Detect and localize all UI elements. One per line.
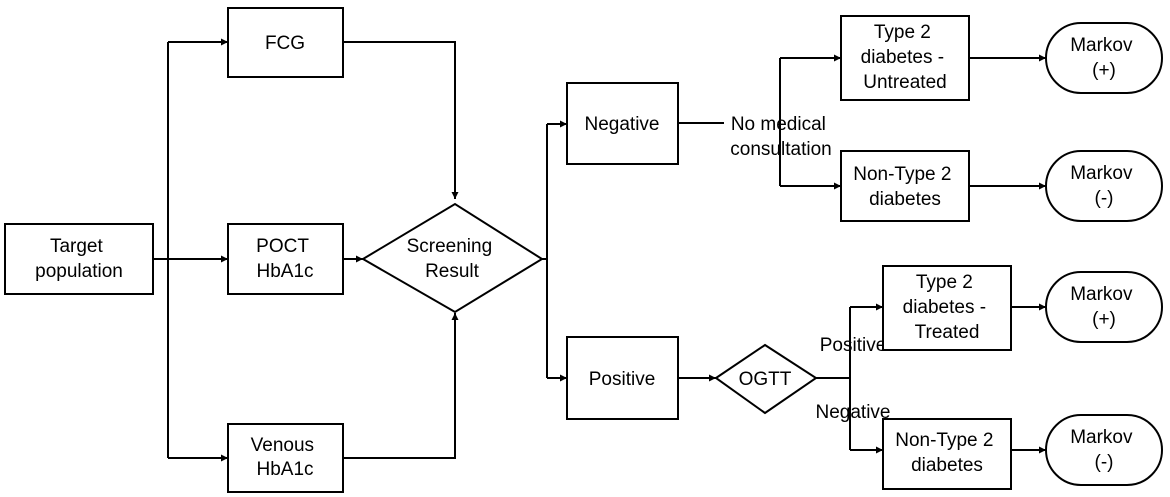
node-negative: Negative — [566, 82, 679, 165]
node-label-line: FCG — [265, 33, 305, 54]
node-label-line: Markov — [1070, 427, 1133, 448]
node-label: Type 2 diabetes - Untreated — [861, 22, 950, 93]
no-medical-consultation-line: No medical — [731, 114, 826, 135]
venous-to-screening-arrow — [343, 313, 459, 459]
node-label-line: HbA1c — [256, 459, 313, 480]
node-markov-positive-upper: Markov (+) — [1045, 22, 1163, 94]
node-label-line: (-) — [1095, 452, 1114, 473]
node-label: Markov (-) — [1070, 427, 1138, 473]
node-label: Markov (+) — [1070, 284, 1138, 330]
node-poct-hba1c: POCT HbA1c — [227, 223, 344, 295]
node-label: Markov (-) — [1070, 163, 1138, 209]
node-label-line: (+) — [1092, 60, 1116, 81]
positive-branch-label: Positive — [820, 335, 887, 356]
node-type2-diabetes-treated: Type 2 diabetes - Treated — [882, 265, 1012, 351]
node-label: Positive — [589, 369, 656, 390]
node-type2-diabetes-untreated: Type 2 diabetes - Untreated — [840, 15, 970, 101]
node-screening-result: Screening Result — [361, 202, 544, 314]
node-non-type2-diabetes-lower: Non-Type 2 diabetes — [882, 418, 1012, 490]
node-markov-positive-lower: Markov (+) — [1045, 271, 1163, 343]
no-medical-consultation-label: No medical consultation — [730, 114, 831, 160]
node-label-line: Positive — [589, 369, 656, 390]
node-non-type2-diabetes-upper: Non-Type 2 diabetes — [840, 150, 970, 222]
node-markov-negative-upper: Markov (-) — [1045, 150, 1163, 222]
node-label-line: Type 2 — [874, 22, 931, 43]
edge-labels: No medical consultation Positive Negativ… — [730, 114, 890, 423]
node-label-line: Screening — [407, 236, 493, 257]
node-label-line: Venous — [251, 435, 314, 456]
node-label-line: Target — [50, 236, 104, 257]
node-label-line: Markov — [1070, 35, 1133, 56]
node-label: Type 2 diabetes - Treated — [903, 272, 992, 343]
node-label-line: Negative — [585, 114, 660, 135]
node-label: OGTT — [739, 369, 792, 390]
node-label-line: Markov — [1070, 163, 1133, 184]
node-label-line: Non-Type 2 — [853, 164, 951, 185]
node-label-line: population — [35, 261, 123, 282]
node-positive: Positive — [566, 336, 679, 420]
node-label-line: Result — [425, 261, 480, 282]
node-label-line: (-) — [1095, 188, 1114, 209]
node-ogtt: OGTT — [714, 343, 818, 415]
negative-branch-label: Negative — [816, 402, 891, 423]
node-label-line: OGTT — [739, 369, 792, 390]
node-label-line: Markov — [1070, 284, 1133, 305]
node-label-line: diabetes - — [861, 47, 944, 68]
node-label: Target population — [35, 236, 123, 282]
node-label: Negative — [585, 114, 660, 135]
node-label-line: POCT — [256, 236, 309, 257]
node-label-line: HbA1c — [256, 261, 313, 282]
node-label-line: diabetes — [869, 189, 941, 210]
node-label: POCT HbA1c — [256, 236, 314, 282]
no-medical-consultation-line: consultation — [730, 139, 831, 160]
node-label: Venous HbA1c — [251, 435, 320, 480]
node-label-line: Type 2 — [916, 272, 973, 293]
node-label: Screening Result — [407, 236, 498, 282]
node-label-line: Untreated — [863, 72, 946, 93]
node-venous-hba1c: Venous HbA1c — [227, 423, 344, 493]
node-label: Non-Type 2 diabetes — [895, 430, 999, 476]
node-label-line: diabetes — [911, 455, 983, 476]
node-label-line: diabetes - — [903, 297, 986, 318]
node-label-line: Treated — [915, 322, 980, 343]
node-target-population: Target population — [4, 223, 154, 295]
node-label: Non-Type 2 diabetes — [853, 164, 957, 210]
connectors — [153, 38, 1046, 462]
node-fcg: FCG — [227, 7, 344, 78]
node-label: Markov (+) — [1070, 35, 1138, 81]
node-label-line: (+) — [1092, 309, 1116, 330]
fcg-to-screening-arrow — [343, 41, 459, 199]
node-label-line: Non-Type 2 — [895, 430, 993, 451]
node-label: FCG — [265, 33, 305, 54]
node-markov-negative-lower: Markov (-) — [1045, 414, 1163, 486]
